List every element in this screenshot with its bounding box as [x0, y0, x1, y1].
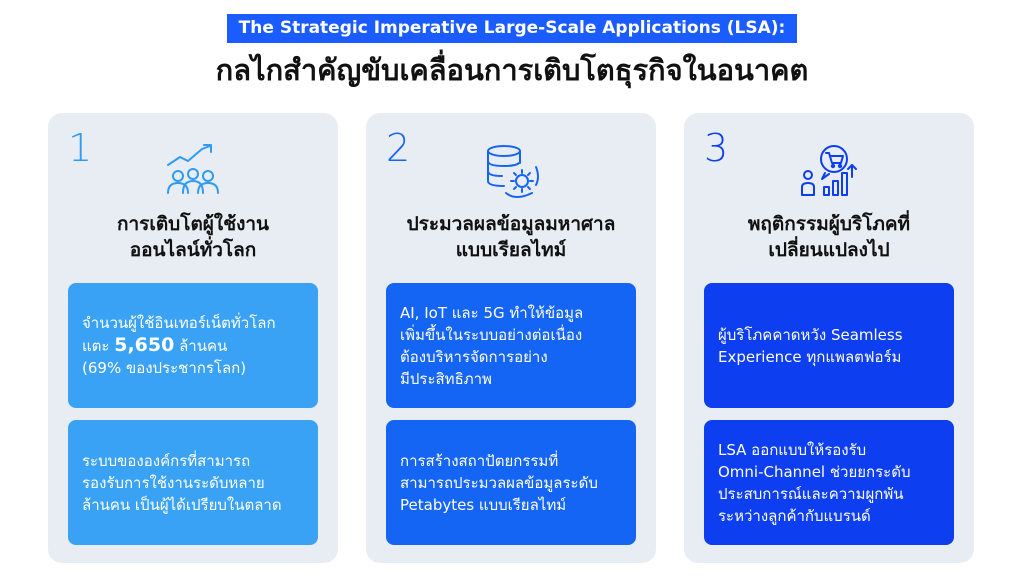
- card-heading: พฤติกรรมผู้บริโภคที่ เปลี่ยนแปลงไป: [684, 211, 974, 263]
- heading-line-1: พฤติกรรมผู้บริโภคที่: [747, 213, 911, 235]
- user-count-value: 5,650: [114, 334, 175, 356]
- heading-line-1: การเติบโตผู้ใช้งาน: [116, 213, 270, 235]
- card-number: 1: [68, 126, 93, 170]
- box-text: การสร้างสถาปัตยกรรมที่ สามารถประมวลผลข้อ…: [400, 451, 598, 514]
- box-text: จำนวนผู้ใช้อินเทอร์เน็ตทั่วโลก แตะ: [82, 314, 276, 355]
- info-box-2: การสร้างสถาปัตยกรรมที่ สามารถประมวลผลข้อ…: [386, 420, 636, 545]
- growth-users-icon: [167, 144, 219, 194]
- card-number: 2: [386, 126, 411, 170]
- title-en: The Strategic Imperative Large-Scale App…: [226, 14, 798, 43]
- database-gear-icon: [487, 145, 539, 198]
- title-th: กลไกสำคัญขับเคลื่อนการเติบโตธุรกิจในอนาค…: [215, 53, 809, 87]
- box-text: LSA ออกแบบให้รองรับ Omni-Channel ช่วยยกร…: [718, 440, 911, 525]
- card-heading: การเติบโตผู้ใช้งาน ออนไลน์ทั่วโลก: [48, 211, 338, 263]
- heading-line-2: ออนไลน์ทั่วโลก: [129, 239, 257, 261]
- card-realtime-processing: 2 ประมวลผลข้อมูลมหาศาล แบบเรียลไทม์ AI, …: [366, 113, 656, 563]
- header: The Strategic Imperative Large-Scale App…: [0, 14, 1024, 89]
- card-number: 3: [704, 126, 729, 170]
- info-box-2: ระบบขององค์กรที่สามารถ รองรับการใช้งานระ…: [68, 420, 318, 545]
- box-text: AI, IoT และ 5G ทำให้ข้อมูล เพิ่มขึ้นในระ…: [400, 303, 584, 388]
- heading-line-2: แบบเรียลไทม์: [455, 239, 567, 261]
- box-text: ล้านคน (69% ของประชากรโลก): [82, 337, 247, 377]
- box-text: ระบบขององค์กรที่สามารถ รองรับการใช้งานระ…: [82, 451, 282, 514]
- card-heading: ประมวลผลข้อมูลมหาศาล แบบเรียลไทม์: [366, 211, 656, 263]
- heading-line-1: ประมวลผลข้อมูลมหาศาล: [406, 213, 616, 235]
- box-text: ผู้บริโภคคาดหวัง Seamless Experience ทุก…: [718, 325, 903, 366]
- info-box-1: AI, IoT และ 5G ทำให้ข้อมูล เพิ่มขึ้นในระ…: [386, 283, 636, 408]
- card-user-growth: 1 การเติบโตผู้ใช้งาน ออนไลน์ทั่วโลก จำนว…: [48, 113, 338, 563]
- info-box-1: จำนวนผู้ใช้อินเทอร์เน็ตทั่วโลก แตะ 5,650…: [68, 283, 318, 408]
- heading-line-2: เปลี่ยนแปลงไป: [768, 239, 890, 261]
- info-box-2: LSA ออกแบบให้รองรับ Omni-Channel ช่วยยกร…: [704, 420, 954, 545]
- consumer-cart-icon: [801, 145, 857, 196]
- card-consumer-behavior: 3 พฤติกรรมผู้บริโภคที่ เปลี่ยนแปลงไป ผู้…: [684, 113, 974, 563]
- info-box-1: ผู้บริโภคคาดหวัง Seamless Experience ทุก…: [704, 283, 954, 408]
